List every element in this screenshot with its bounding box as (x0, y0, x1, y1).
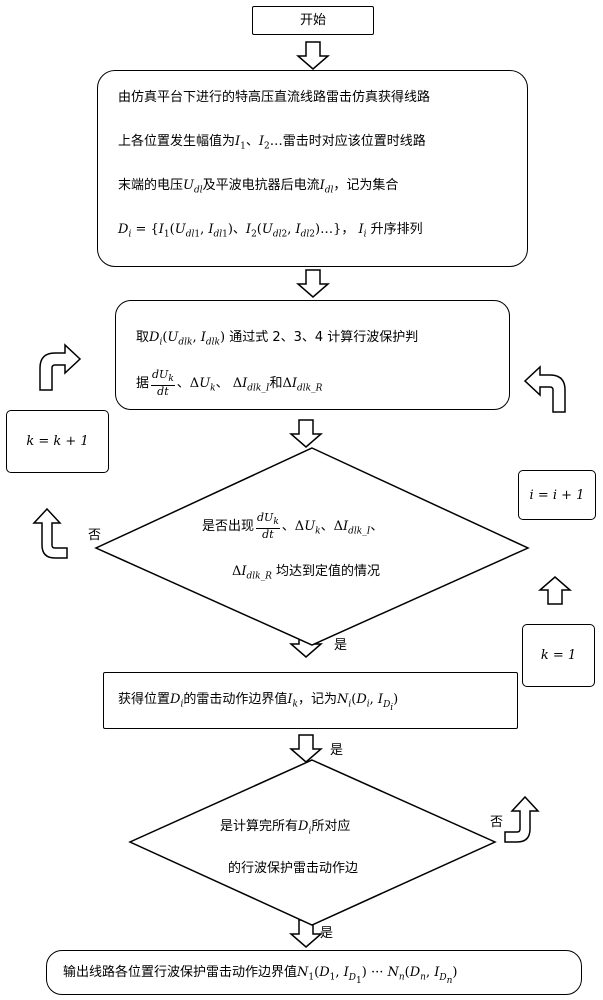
step2-line2-text-a: 据 (136, 376, 150, 392)
step2-line1: 取Di(Udlk, Idlk) 通过式 2、3、4 计算行波保护判 (136, 330, 419, 348)
step2-line2-text-b: 和 (269, 376, 283, 392)
k-init-box: k = 1 (522, 624, 595, 687)
decision-diamond-1 (94, 447, 530, 646)
step1-box: 由仿真平台下进行的特高压直流线路雷击仿真获得线路 上各位置发生幅值为I1、I2…… (97, 70, 528, 267)
decision2-no-label: 否 (490, 815, 504, 830)
up-arrow-k1 (537, 576, 573, 605)
decision2-yes-label-top: 是 (330, 743, 344, 758)
i-update-label: i = i + 1 (529, 488, 585, 503)
i-update-box: i = i + 1 (518, 470, 596, 520)
k-update-box: k = k + 1 (6, 410, 109, 473)
step1-line2-text-b: 雷击时对应该位置时线路 (282, 134, 426, 149)
step1-line3-text-a: 末端的电压 (118, 178, 184, 193)
decision2-line1: 是计算完所有Di所对应 (220, 819, 351, 837)
step1-line1: 由仿真平台下进行的特高压直流线路雷击仿真获得线路 (118, 90, 431, 105)
output-text: 输出线路各位置行波保护雷击动作边界值N1(D1, ID1) ··· Nn(Dn,… (63, 965, 458, 986)
step2-line1-text-b: 通过式 2、3、4 计算行波保护判 (229, 330, 419, 345)
decision2-line1-text-b: 所对应 (311, 819, 351, 834)
decision1-yes-label: 是 (334, 638, 348, 653)
decision2-line1-text-a: 是计算完所有 (220, 819, 299, 834)
decision1-line2-text: 均达到定值的情况 (276, 564, 381, 579)
output-text-label: 输出线路各位置行波保护雷击动作边界值 (63, 965, 298, 980)
step3-text-a: 获得位置 (118, 692, 171, 707)
step1-line3-text-c: ，记为集合 (333, 178, 399, 193)
step1-line3-text-b: 及平波电抗器后电流 (202, 178, 320, 193)
decision2-yes-label: 是 (320, 926, 334, 941)
decision2-line2: 的行波保护雷击动作边 (228, 861, 359, 876)
down-arrow-2 (295, 269, 331, 298)
decision1-no-label: 否 (88, 528, 102, 543)
step1-line3: 末端的电压Udl及平波电抗器后电流Idl，记为集合 (118, 178, 399, 196)
start-label: 开始 (299, 13, 326, 28)
decision1-line1-text: 是否出现 (202, 519, 255, 535)
step3-text-c: ，记为 (297, 692, 337, 707)
step3-box: 获得位置Di的雷击动作边界值Ik，记为Ni(Di, IDi) (103, 672, 518, 729)
down-arrow-6 (288, 919, 324, 948)
curve-arrow-right-no (504, 795, 540, 843)
step3-text-b: 的雷击动作边界值 (183, 692, 288, 707)
curve-arrow-left-no (32, 507, 68, 559)
step2-line1-text-a: 取 (136, 330, 150, 345)
down-arrow-5 (288, 734, 324, 763)
step1-line4-suffix: 升序排列 (370, 222, 423, 237)
output-box: 输出线路各位置行波保护雷击动作边界值N1(D1, ID1) ··· Nn(Dn,… (46, 950, 582, 995)
step3-text: 获得位置Di的雷击动作边界值Ik，记为Ni(Di, IDi) (118, 692, 399, 713)
step1-line2: 上各位置发生幅值为I1、I2…雷击时对应该位置时线路 (118, 134, 426, 152)
k-update-label: k = k + 1 (26, 434, 89, 449)
step1-line2-text-a: 上各位置发生幅值为 (118, 134, 236, 149)
step1-line4: Di = {I1(Udl1, Idl1)、I2(Udl2, Idl2)…}， I… (118, 222, 423, 240)
curve-arrow-left-top (39, 343, 82, 391)
curve-arrow-right-top (523, 365, 566, 413)
decision1-line2: ΔIdlk_R 均达到定值的情况 (232, 564, 381, 582)
start-box: 开始 (252, 6, 374, 35)
down-arrow-3 (288, 419, 324, 448)
decision-diamond-2 (128, 759, 497, 926)
k-init-label: k = 1 (540, 648, 577, 663)
down-arrow-1 (295, 41, 331, 70)
